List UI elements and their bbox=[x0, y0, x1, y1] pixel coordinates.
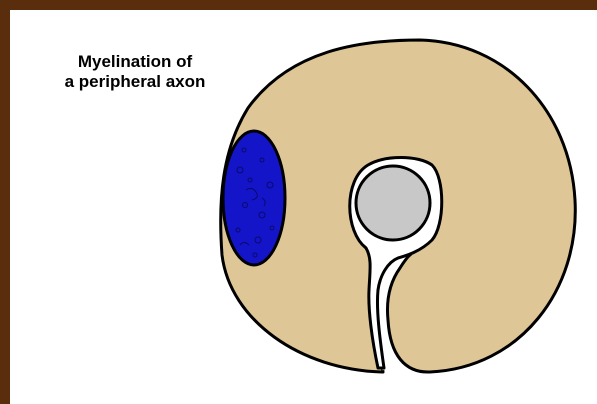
axon bbox=[356, 166, 430, 240]
schwann-cell-nucleus bbox=[223, 131, 285, 265]
